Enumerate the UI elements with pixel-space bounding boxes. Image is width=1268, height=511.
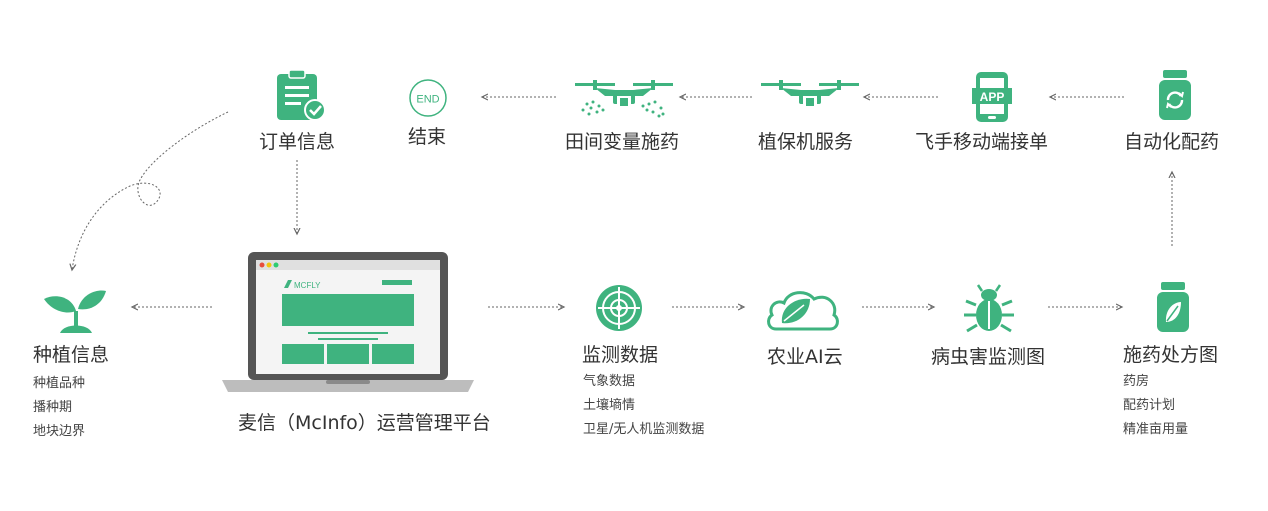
planting-detail-boundary: 地块边界 bbox=[33, 420, 85, 444]
app-order-label: 飞手移动端接单 bbox=[915, 127, 1048, 154]
leaf-cloud-icon bbox=[766, 287, 840, 331]
monitoring-detail-weather: 气象数据 bbox=[583, 370, 635, 394]
spraying-drone-icon bbox=[573, 78, 675, 120]
sprout-icon bbox=[42, 287, 108, 333]
field-spray-label: 田间变量施药 bbox=[565, 127, 679, 154]
prescription-detail-dosage: 精准亩用量 bbox=[1123, 418, 1188, 442]
prescription-detail-pharmacy: 药房 bbox=[1123, 370, 1149, 394]
laptop-icon: MCFLY bbox=[222, 252, 474, 394]
platform-label: 麦信（McInfo）运营管理平台 bbox=[238, 408, 491, 435]
medicine-bottle-leaf-icon bbox=[1155, 282, 1191, 332]
medicine-bottle-refresh-icon bbox=[1157, 70, 1193, 120]
plant-protection-label: 植保机服务 bbox=[758, 127, 853, 154]
planting-detail-sowing: 播种期 bbox=[33, 396, 72, 420]
auto-mix-label: 自动化配药 bbox=[1124, 127, 1219, 154]
clipboard-check-icon bbox=[275, 68, 327, 122]
prescription-label: 施药处方图 bbox=[1123, 340, 1218, 367]
ai-cloud-label: 农业AI云 bbox=[767, 342, 843, 369]
planting-info-label: 种植信息 bbox=[33, 340, 109, 367]
end-badge-text: END bbox=[416, 94, 439, 106]
arrow-order-to-planting bbox=[72, 112, 228, 270]
planting-detail-variety: 种植品种 bbox=[33, 372, 85, 396]
prescription-detail-plan: 配药计划 bbox=[1123, 394, 1175, 418]
radar-target-icon bbox=[594, 283, 644, 333]
order-info-label: 订单信息 bbox=[259, 127, 335, 154]
end-circle-icon: END bbox=[408, 78, 448, 118]
monitoring-detail-soil: 土壤墒情 bbox=[583, 394, 635, 418]
drone-icon bbox=[759, 78, 861, 114]
monitoring-detail-satellite: 卫星/无人机监测数据 bbox=[583, 418, 704, 442]
monitoring-label: 监测数据 bbox=[582, 340, 658, 367]
app-badge-text: APP bbox=[980, 90, 1005, 104]
pest-map-label: 病虫害监测图 bbox=[931, 342, 1045, 369]
laptop-brand-text: MCFLY bbox=[294, 281, 321, 290]
end-label: 结束 bbox=[408, 122, 446, 149]
mobile-app-icon: APP bbox=[972, 72, 1012, 122]
bug-icon bbox=[964, 283, 1014, 333]
